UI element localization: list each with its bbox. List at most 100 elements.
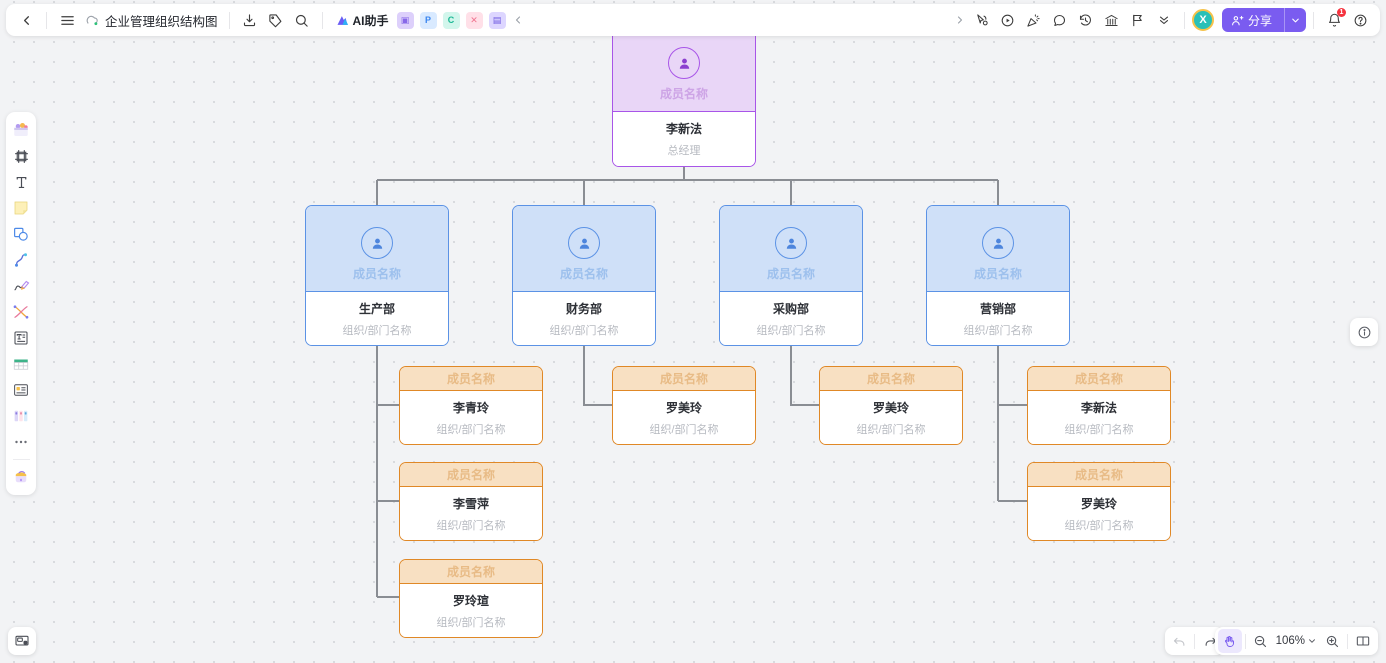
zoom-out-icon — [1254, 635, 1267, 647]
org-node-header: 成员名称 — [720, 206, 862, 292]
tag-icon[interactable] — [263, 7, 289, 33]
export-download-icon[interactable] — [237, 7, 263, 33]
org-node-d2[interactable]: 成员名称财务部组织/部门名称 — [512, 205, 656, 346]
cursor-share-icon[interactable] — [969, 7, 995, 33]
undo-button[interactable] — [1167, 629, 1191, 653]
notification-bell-button[interactable]: 1 — [1321, 7, 1347, 33]
chevron-double-down-icon[interactable] — [1151, 7, 1177, 33]
org-node-name: 财务部 — [565, 301, 602, 316]
ai-assistant-label: AI助手 — [352, 13, 389, 28]
card-tool[interactable] — [9, 378, 33, 402]
canvas-info-button[interactable] — [1350, 318, 1378, 346]
org-node-member-placeholder: 成员名称 — [1074, 372, 1123, 386]
flow-app-icon[interactable]: ✕ — [465, 11, 483, 29]
ppt-app-icon[interactable]: P — [419, 11, 437, 29]
board-app-icon[interactable]: ▤ — [488, 11, 506, 29]
comment-bubble-icon[interactable] — [1047, 7, 1073, 33]
text-block-tool[interactable] — [9, 326, 33, 350]
org-node-m6[interactable]: 成员名称李新法组织/部门名称 — [1027, 366, 1171, 445]
org-node-subtitle: 组织/部门名称 — [963, 324, 1033, 337]
hamburger-menu-icon[interactable] — [54, 7, 80, 33]
org-node-m4[interactable]: 成员名称罗美玲组织/部门名称 — [612, 366, 756, 445]
ai-assistant-button[interactable]: AI助手 — [330, 12, 394, 29]
org-node-root[interactable]: 成员名称李新法总经理 — [612, 25, 756, 167]
org-node-m2[interactable]: 成员名称李雪萍组织/部门名称 — [399, 462, 543, 541]
person-avatar-icon — [568, 227, 600, 259]
fit-view-button[interactable] — [1351, 629, 1375, 653]
document-title-text: 企业管理组织结构图 — [105, 14, 218, 29]
zoom-in-button[interactable] — [1320, 629, 1344, 653]
kanban-tool[interactable] — [9, 404, 33, 428]
text-tool[interactable] — [9, 170, 33, 194]
share-button-main[interactable]: 分享 — [1222, 8, 1284, 32]
divider — [228, 11, 230, 29]
expand-right-tools-button[interactable] — [951, 7, 969, 33]
org-node-member-placeholder: 成员名称 — [659, 87, 708, 101]
org-node-m3[interactable]: 成员名称罗玲瑄组织/部门名称 — [399, 559, 543, 638]
org-node-member-placeholder: 成员名称 — [446, 372, 495, 386]
org-node-m1[interactable]: 成员名称李青玲组织/部门名称 — [399, 366, 543, 445]
org-node-member-placeholder: 成员名称 — [559, 267, 608, 281]
pen-tool[interactable] — [9, 274, 33, 298]
table-tool[interactable] — [9, 352, 33, 376]
org-node-subtitle: 组织/部门名称 — [1064, 423, 1134, 436]
image-app-icon[interactable]: ▣ — [396, 11, 414, 29]
sticky-note-tool[interactable] — [9, 196, 33, 220]
share-button[interactable]: 分享 — [1221, 8, 1306, 32]
template-bank-icon[interactable] — [1099, 7, 1125, 33]
present-mode-button[interactable] — [8, 627, 36, 655]
org-node-member-placeholder: 成员名称 — [766, 267, 815, 281]
play-circle-icon[interactable] — [995, 7, 1021, 33]
back-button[interactable] — [13, 7, 39, 33]
connector-tool[interactable] — [9, 300, 33, 324]
curve-line-tool[interactable] — [9, 248, 33, 272]
org-node-body: 李青玲组织/部门名称 — [400, 391, 542, 444]
mind-app-icon[interactable]: C — [442, 11, 460, 29]
org-node-d1[interactable]: 成员名称生产部组织/部门名称 — [305, 205, 449, 346]
pointer-flag-icon[interactable] — [1125, 7, 1151, 33]
org-node-body: 财务部组织/部门名称 — [513, 292, 655, 345]
zoom-level-selector[interactable]: 106% — [1273, 635, 1320, 647]
org-node-m5[interactable]: 成员名称罗美玲组织/部门名称 — [819, 366, 963, 445]
org-node-d4[interactable]: 成员名称营销部组织/部门名称 — [926, 205, 1070, 346]
org-node-subtitle: 组织/部门名称 — [342, 324, 412, 337]
history-clock-icon[interactable] — [1073, 7, 1099, 33]
collapse-apps-button[interactable] — [509, 7, 527, 33]
share-dropdown-caret[interactable] — [1284, 8, 1306, 32]
celebrate-icon[interactable] — [1021, 7, 1047, 33]
sticker-library-tool[interactable] — [9, 118, 33, 142]
user-avatar[interactable]: X — [1191, 9, 1214, 31]
org-node-name: 罗美玲 — [1080, 496, 1117, 511]
org-node-name: 李新法 — [1080, 400, 1117, 415]
hand-pan-icon — [1225, 635, 1235, 647]
document-title[interactable]: 企业管理组织结构图 — [80, 11, 222, 30]
org-node-header: 成员名称 — [400, 463, 542, 487]
help-circle-icon[interactable] — [1347, 7, 1373, 33]
cloud-sync-icon — [84, 13, 99, 28]
org-node-member-placeholder: 成员名称 — [973, 267, 1022, 281]
hand-pan-tool-button[interactable] — [1217, 629, 1242, 653]
org-node-body: 罗美玲组织/部门名称 — [613, 391, 755, 444]
more-tools[interactable] — [9, 430, 33, 454]
left-toolbar — [6, 112, 36, 495]
shape-tool[interactable] — [9, 222, 33, 246]
org-node-m7[interactable]: 成员名称罗美玲组织/部门名称 — [1027, 462, 1171, 541]
person-avatar-icon — [775, 227, 807, 259]
zoom-out-button[interactable] — [1249, 629, 1273, 653]
org-node-body: 营销部组织/部门名称 — [927, 292, 1069, 345]
share-label: 分享 — [1247, 13, 1272, 28]
org-node-subtitle: 组织/部门名称 — [1064, 519, 1134, 532]
org-node-header: 成员名称 — [613, 26, 755, 112]
divider — [321, 11, 323, 29]
org-node-header: 成员名称 — [513, 206, 655, 292]
ai-sparkle-icon — [337, 15, 348, 25]
frame-tool[interactable] — [9, 144, 33, 168]
org-node-d3[interactable]: 成员名称采购部组织/部门名称 — [719, 205, 863, 346]
magic-tool[interactable] — [9, 465, 33, 489]
org-node-name: 罗玲瑄 — [452, 593, 489, 608]
org-node-header: 成员名称 — [1028, 367, 1170, 391]
search-icon[interactable] — [289, 7, 315, 33]
info-circle-icon — [1358, 326, 1370, 338]
